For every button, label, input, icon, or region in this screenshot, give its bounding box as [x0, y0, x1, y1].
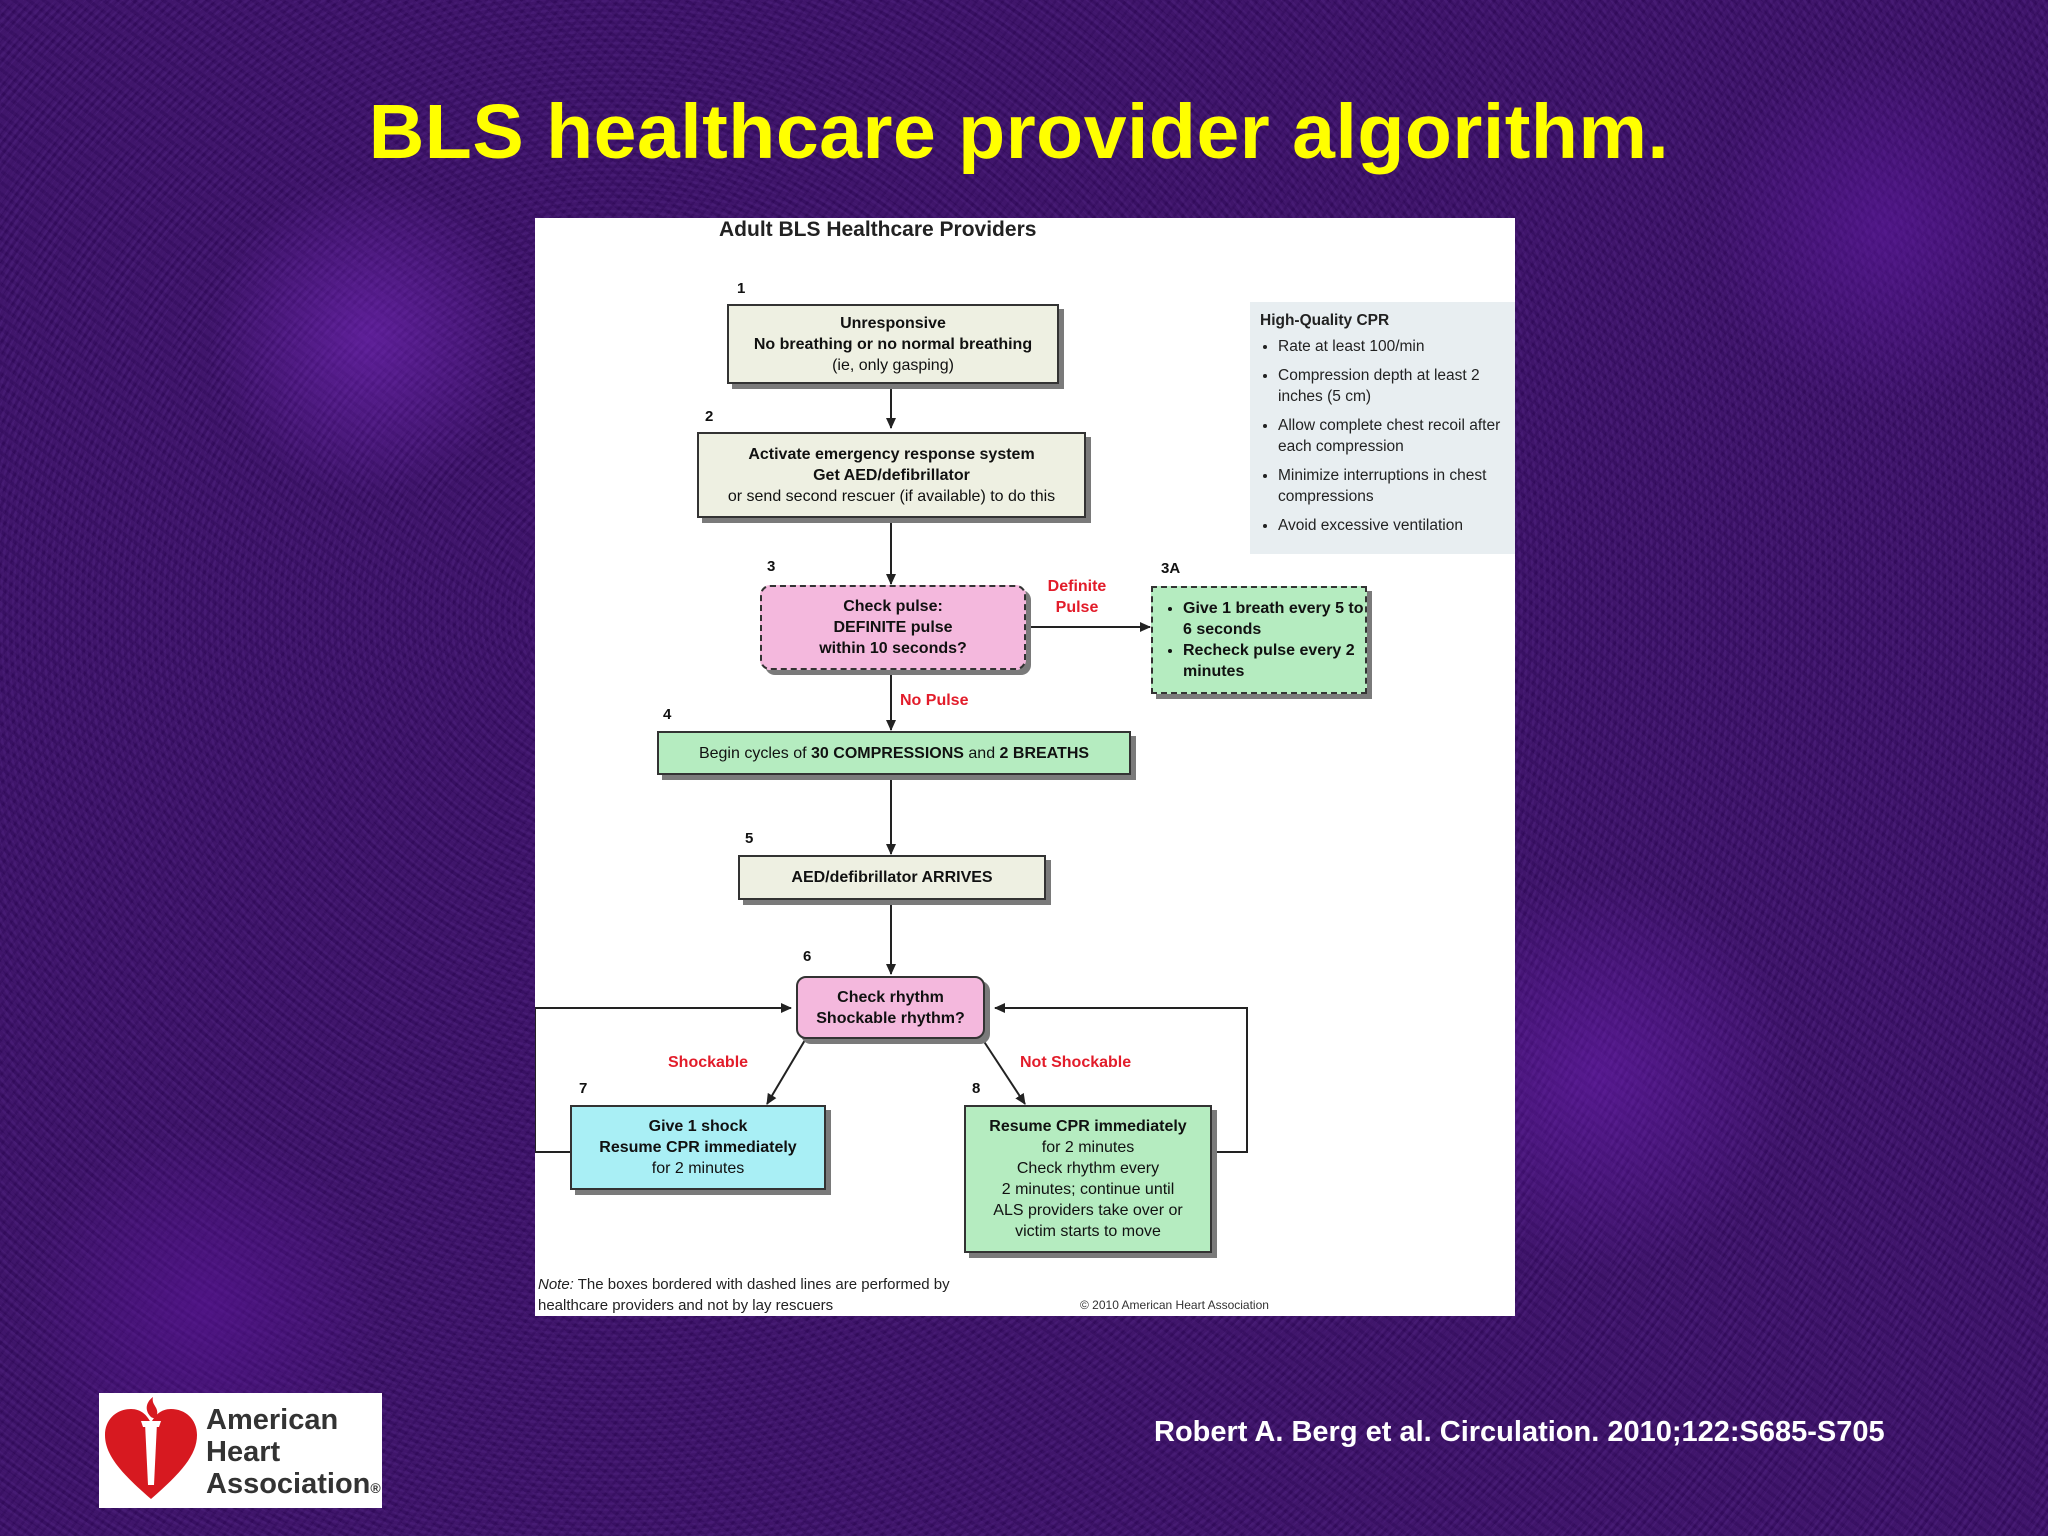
definite-pulse-label: Definite Pulse — [1045, 576, 1109, 618]
logo-line-3: Association® — [206, 1469, 381, 1503]
step-8-line-3: Check rhythm every — [1016, 1160, 1160, 1177]
step-2-line-2: Get AED/defibrillator — [813, 466, 970, 484]
shockable-label: Shockable — [668, 1054, 749, 1071]
step-7-line-3: for 2 minutes — [651, 1160, 745, 1177]
step-4-box: Begin cycles of 30 COMPRESSIONS and 2 BR… — [657, 731, 1131, 775]
high-quality-cpr-item: Minimize interruptions in chest compress… — [1278, 465, 1505, 507]
step-2-line-1: Activate emergency response system — [748, 445, 1035, 463]
chart-heading: Adult BLS Healthcare Providers — [719, 218, 1037, 241]
high-quality-cpr-item: Avoid excessive ventilation — [1278, 515, 1505, 536]
step-3a-item-2: Recheck pulse every 2 minutes — [1183, 640, 1365, 682]
connector-6-8 — [982, 1039, 1026, 1105]
step-2-line-3: or send second rescuer (if available) to… — [727, 487, 1056, 505]
high-quality-cpr-panel: High-Quality CPR Rate at least 100/min C… — [1250, 302, 1515, 554]
step-6-line-2: Shockable rhythm? — [816, 1009, 965, 1027]
step-number-1: 1 — [737, 280, 746, 297]
step-7-box: Give 1 shock Resume CPR immediately for … — [570, 1105, 826, 1190]
connector-6-7 — [766, 1039, 806, 1105]
chart-footnote-prefix: Note: — [538, 1276, 574, 1293]
bls-flowchart: Adult BLS Healthcare Providers 1 Unrespo… — [535, 218, 1515, 1316]
step-number-7: 7 — [579, 1080, 588, 1097]
step-8-line-4: 2 minutes; continue until — [1001, 1181, 1175, 1198]
step-number-8: 8 — [972, 1080, 981, 1097]
high-quality-cpr-item: Compression depth at least 2 inches (5 c… — [1278, 365, 1505, 407]
high-quality-cpr-item: Rate at least 100/min — [1278, 336, 1505, 357]
step-5-text: AED/defibrillator ARRIVES — [791, 869, 993, 886]
step-8-line-5: ALS providers take over or — [993, 1202, 1183, 1219]
step-number-5: 5 — [745, 830, 754, 847]
logo-line-1: American — [206, 1404, 339, 1436]
step-3-line-3: within 10 seconds? — [819, 640, 967, 657]
flowchart-connectors — [535, 384, 1248, 1153]
step-4-text-mid: and — [963, 744, 1000, 762]
step-6-box: Check rhythm Shockable rhythm? — [796, 976, 985, 1039]
step-3a-item-1: Give 1 breath every 5 to 6 seconds — [1183, 598, 1365, 640]
definite-pulse-label-line-1: Definite — [1047, 578, 1107, 595]
step-1-line-1: Unresponsive — [840, 314, 946, 332]
step-number-3: 3 — [767, 558, 776, 575]
high-quality-cpr-item: Allow complete chest recoil after each c… — [1278, 415, 1505, 457]
step-1-box: Unresponsive No breathing or no normal b… — [727, 304, 1059, 384]
step-6-line-1: Check rhythm — [837, 988, 944, 1006]
step-4-text: Begin cycles of 30 COMPRESSIONS and 2 BR… — [699, 743, 1089, 764]
step-number-3a: 3A — [1161, 560, 1181, 577]
definite-pulse-label-line-2: Pulse — [1055, 599, 1099, 616]
step-number-2: 2 — [705, 408, 714, 425]
step-2-box: Activate emergency response system Get A… — [697, 432, 1086, 518]
step-1-line-3: (ie, only gasping) — [832, 356, 954, 374]
step-7-line-2: Resume CPR immediately — [599, 1139, 797, 1156]
step-8-line-2: for 2 minutes — [1041, 1139, 1135, 1156]
heart-torch-icon — [105, 1397, 197, 1499]
step-4-text-pre: Begin cycles of — [698, 744, 812, 762]
high-quality-cpr-title: High-Quality CPR — [1260, 312, 1390, 329]
step-8-line-6: victim starts to move — [1015, 1223, 1161, 1240]
chart-copyright: © 2010 American Heart Association — [1080, 1298, 1269, 1312]
step-7-line-1: Give 1 shock — [648, 1118, 748, 1135]
citation: Robert A. Berg et al. Circulation. 2010;… — [1154, 1416, 1885, 1448]
step-3a-list: Give 1 breath every 5 to 6 seconds Reche… — [1165, 598, 1365, 682]
step-1-line-2: No breathing or no normal breathing — [753, 335, 1033, 353]
step-8-box: Resume CPR immediately for 2 minutes Che… — [964, 1105, 1212, 1253]
step-3a-box: Give 1 breath every 5 to 6 seconds Reche… — [1151, 586, 1367, 694]
high-quality-cpr-list: Rate at least 100/min Compression depth … — [1260, 336, 1505, 536]
step-4-compressions: 30 COMPRESSIONS — [811, 744, 964, 762]
chart-footnote-text: The boxes bordered with dashed lines are… — [538, 1276, 950, 1314]
step-3-box: Check pulse: DEFINITE pulse within 10 se… — [760, 585, 1026, 670]
connector-7-loop — [535, 1003, 792, 1153]
slide-title: BLS healthcare provider algorithm. — [368, 89, 1670, 175]
connector-8-loop — [994, 1003, 1248, 1153]
aha-logo: American Heart Association® — [99, 1393, 382, 1508]
step-5-box: AED/defibrillator ARRIVES — [738, 855, 1046, 900]
registered-mark: ® — [370, 1480, 381, 1496]
logo-line-3-text: Association — [206, 1468, 371, 1500]
not-shockable-label: Not Shockable — [1020, 1054, 1132, 1071]
chart-footnote: Note: The boxes bordered with dashed lin… — [538, 1274, 1018, 1316]
step-number-6: 6 — [803, 948, 812, 965]
logo-line-2: Heart — [206, 1436, 281, 1468]
no-pulse-label: No Pulse — [900, 692, 969, 709]
step-number-4: 4 — [663, 706, 672, 723]
step-3-line-1: Check pulse: — [843, 598, 943, 615]
step-4-breaths: 2 BREATHS — [999, 744, 1090, 762]
step-8-line-1: Resume CPR immediately — [989, 1118, 1187, 1135]
step-3-line-2: DEFINITE pulse — [833, 619, 953, 636]
